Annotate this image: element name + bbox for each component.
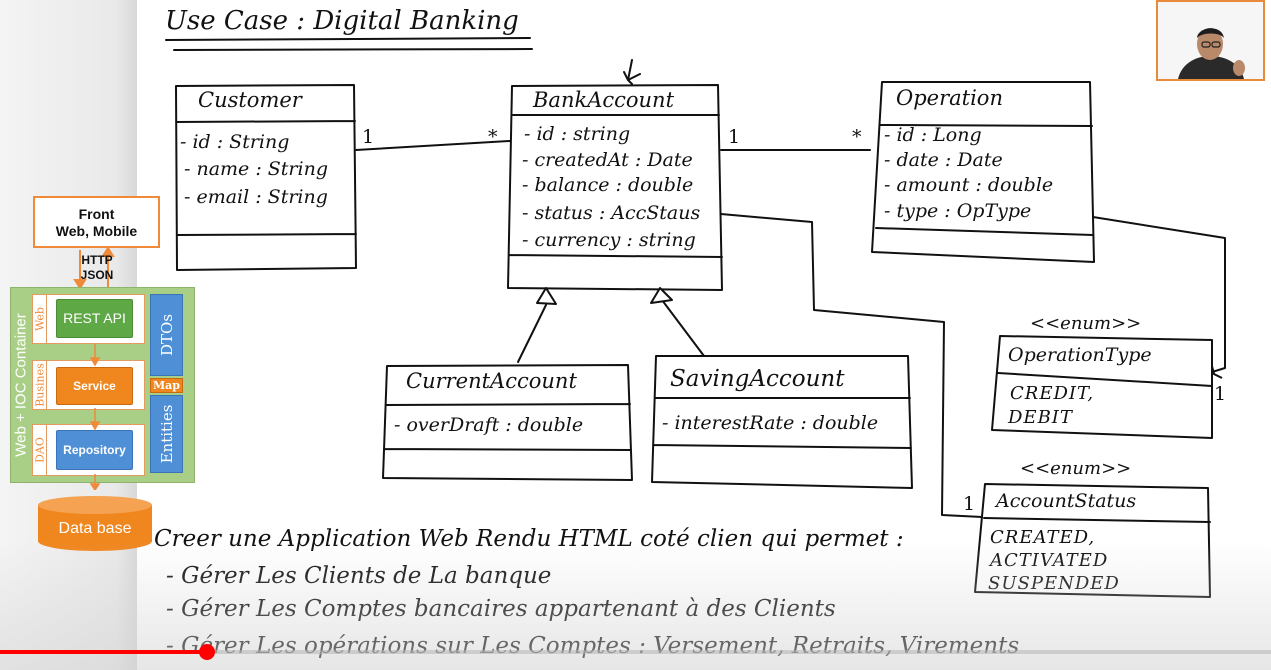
front-client-box: Front Web, Mobile (33, 196, 160, 248)
inherit-savingaccount (661, 299, 705, 357)
mult-operation-many: * (852, 126, 862, 148)
bankaccount-attr-createdat: - createdAt : Date (522, 149, 693, 171)
front-label: Front (78, 206, 115, 222)
operationtype-enum-box (991, 335, 1213, 439)
rest-api-box: REST API (56, 299, 133, 338)
video-progress-scrubber[interactable] (199, 644, 216, 660)
accountstatus-name: AccountStatus (996, 490, 1137, 512)
repository-box: Repository (56, 430, 133, 470)
mult-bankaccount-one: 1 (728, 126, 741, 148)
container-label-text: Web + IOC Container (12, 313, 30, 457)
inherit-currentaccount (517, 304, 547, 363)
accountstatus-stereotype: <<enum>> (1020, 458, 1132, 479)
operationtype-name: OperationType (1008, 344, 1152, 366)
operation-attr-type: - type : OpType (884, 200, 1032, 222)
bankaccount-attr-status: - status : AccStaus (522, 202, 701, 224)
layer-arrows (89, 344, 101, 490)
operation-class-box (871, 81, 1095, 263)
mult-customer-one: 1 (362, 126, 375, 148)
map-tag: Map (150, 378, 183, 393)
protocol-json: JSON (80, 268, 114, 282)
operationtype-stereotype: <<enum>> (1030, 313, 1142, 334)
currentaccount-class-name: CurrentAccount (406, 369, 577, 393)
bankaccount-class-box (507, 84, 723, 291)
web-layer-tag: Web (32, 294, 47, 344)
http-arrows (73, 246, 115, 290)
operation-attr-id: - id : Long (884, 124, 982, 146)
assoc-customer-bankaccount (355, 140, 511, 151)
customer-attr-id: - id : String (180, 131, 290, 153)
mult-bankaccount-many: * (488, 126, 498, 148)
assoc-operation-operationtype (1092, 216, 1226, 373)
mult-accountstatus-one: 1 (963, 493, 976, 515)
database-cylinder (38, 496, 152, 551)
inherit-triangle-saving (650, 287, 673, 304)
requirements-intro: Creer une Application Web Rendu HTML cot… (154, 526, 904, 552)
title-underline (165, 37, 533, 51)
bankaccount-attr-id: - id : string (524, 123, 631, 145)
operation-attr-amount: - amount : double (884, 174, 1054, 196)
dtos-bar: DTOs (150, 294, 183, 376)
requirement-item-clients: - Gérer Les Clients de La banque (166, 563, 552, 589)
accountstatus-value-created: CREATED, (990, 527, 1096, 548)
currentaccount-attr-overdraft: - overDraft : double (394, 414, 584, 436)
bankaccount-attr-currency: - currency : string (522, 229, 696, 251)
operation-attr-date: - date : Date (884, 149, 1003, 171)
business-layer-label: Busines (33, 363, 46, 407)
protocol-label: HTTP JSON (62, 253, 132, 283)
customer-attr-name: - name : String (184, 158, 328, 180)
front-sub-label: Web, Mobile (55, 223, 138, 239)
protocol-http: HTTP (81, 253, 113, 267)
webcam-overlay (1156, 0, 1265, 81)
customer-class-name: Customer (198, 88, 302, 112)
dtos-label: DTOs (157, 313, 176, 357)
operationtype-value-debit: DEBIT (1008, 407, 1073, 428)
entities-bar: Entities (150, 395, 183, 473)
savingaccount-class-box (651, 355, 913, 489)
customer-class-box (175, 84, 357, 271)
accountstatus-value-suspended: SUSPENDED (988, 573, 1120, 594)
database-label: Data base (58, 520, 132, 537)
bankaccount-pointer-arrow (623, 59, 641, 85)
operationtype-arrow-head (1211, 365, 1223, 379)
video-progress-track[interactable] (0, 650, 1271, 654)
dao-layer-tag: DAO (32, 424, 47, 476)
dao-layer-label: DAO (33, 437, 46, 463)
savingaccount-class-name: SavingAccount (670, 366, 845, 392)
entities-label: Entities (157, 404, 176, 464)
customer-attr-email: - email : String (184, 186, 328, 208)
mult-operationtype-one: 1 (1214, 383, 1227, 405)
bankaccount-class-name: BankAccount (533, 88, 675, 112)
video-progress-fill (0, 650, 208, 654)
requirement-item-operations: - Gérer Les opérations sur Les Comptes :… (166, 633, 1020, 659)
assoc-bankaccount-accountstatus (720, 213, 983, 518)
service-box: Service (56, 367, 133, 405)
accountstatus-value-activated: ACTIVATED (990, 550, 1109, 571)
operationtype-value-credit: CREDIT, (1010, 383, 1095, 404)
bankaccount-attr-balance: - balance : double (522, 174, 694, 196)
operation-class-name: Operation (896, 86, 1003, 110)
requirement-item-comptes: - Gérer Les Comptes bancaires appartenan… (166, 596, 836, 622)
savingaccount-attr-interestrate: - interestRate : double (662, 412, 879, 434)
presenter-avatar (1158, 2, 1263, 79)
usecase-title: Use Case : Digital Banking (165, 6, 519, 36)
inherit-triangle-current (536, 287, 557, 305)
container-label: Web + IOC Container (10, 287, 32, 483)
currentaccount-class-box (382, 364, 633, 481)
web-layer-label: Web (33, 307, 46, 331)
business-layer-tag: Busines (32, 360, 47, 410)
